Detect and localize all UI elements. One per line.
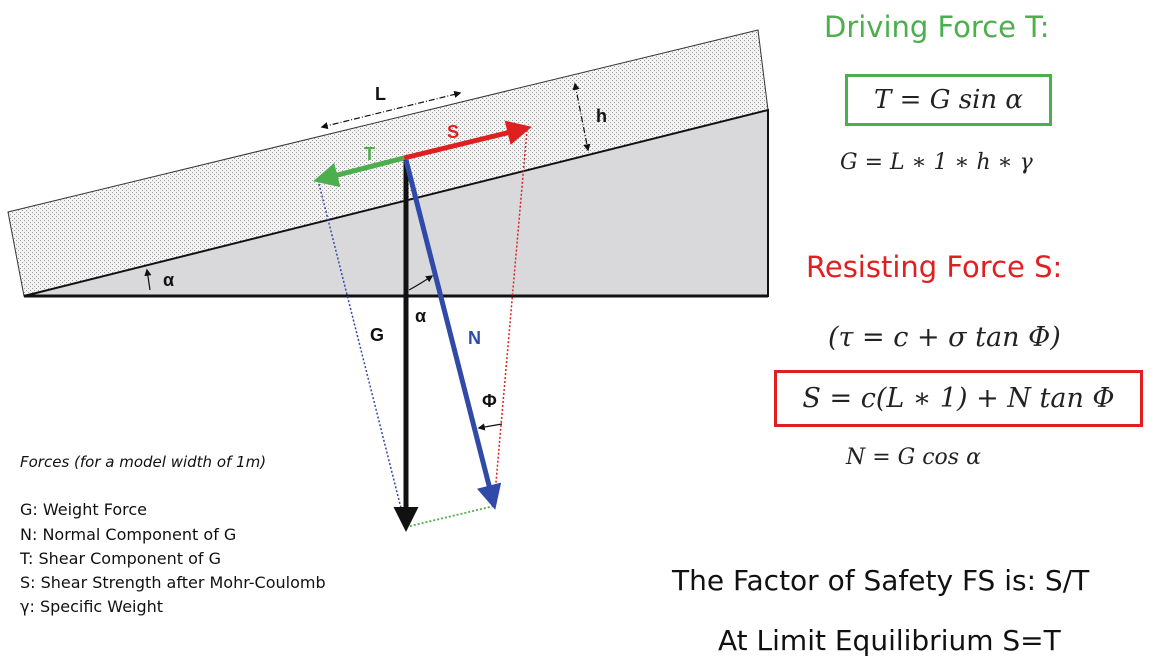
construction-line-red bbox=[493, 129, 528, 506]
mohr-coulomb-equation: (τ = c + σ tan Φ) bbox=[828, 322, 1061, 353]
legend-item: N: Normal Component of G bbox=[20, 525, 237, 544]
label-T: T bbox=[364, 144, 375, 164]
legend-title: Forces (for a model width of 1m) bbox=[20, 453, 267, 471]
legend-item: T: Shear Component of G bbox=[20, 549, 221, 568]
limit-equilibrium-text: At Limit Equilibrium S=T bbox=[718, 624, 1061, 657]
legend-item: γ: Specific Weight bbox=[20, 597, 164, 616]
label-L: L bbox=[375, 84, 386, 104]
weight-equation: G = L ∗ 1 ∗ h ∗ γ bbox=[840, 150, 1033, 175]
length-dimension bbox=[320, 90, 462, 130]
legend-item: G: Weight Force bbox=[20, 500, 147, 519]
label-h: h bbox=[596, 106, 607, 126]
shear-strength-arrow bbox=[403, 120, 532, 161]
normal-equation: N = G cos α bbox=[846, 445, 981, 470]
resisting-equation: S = c(L ∗ 1) + N tan Φ bbox=[802, 383, 1115, 414]
label-N: N bbox=[468, 328, 481, 348]
resisting-equation-box: S = c(L ∗ 1) + N tan Φ bbox=[774, 370, 1143, 427]
label-G: G bbox=[370, 325, 384, 345]
factor-of-safety-text: The Factor of Safety FS is: S/T bbox=[672, 564, 1090, 597]
slope-angle-arrow bbox=[144, 268, 152, 291]
shear-component-arrow bbox=[313, 155, 405, 188]
resisting-force-heading: Resisting Force S: bbox=[806, 250, 1063, 284]
construction-line-blue bbox=[317, 179, 405, 521]
driving-equation-box: T = G sin α bbox=[845, 74, 1052, 126]
normal-component-arrow bbox=[403, 159, 502, 510]
driving-equation: T = G sin α bbox=[874, 85, 1023, 115]
construction-line-green bbox=[405, 505, 495, 528]
label-alpha-slope: α bbox=[163, 270, 174, 290]
label-alpha-force: α bbox=[415, 306, 426, 326]
height-dimension bbox=[572, 82, 591, 152]
legend-item: S: Shear Strength after Mohr-Coulomb bbox=[20, 573, 326, 592]
force-angle-arc bbox=[408, 275, 434, 291]
label-phi: Φ bbox=[482, 391, 497, 411]
friction-angle-arc bbox=[477, 423, 503, 431]
driving-force-heading: Driving Force T: bbox=[824, 10, 1050, 44]
label-S: S bbox=[447, 122, 459, 142]
